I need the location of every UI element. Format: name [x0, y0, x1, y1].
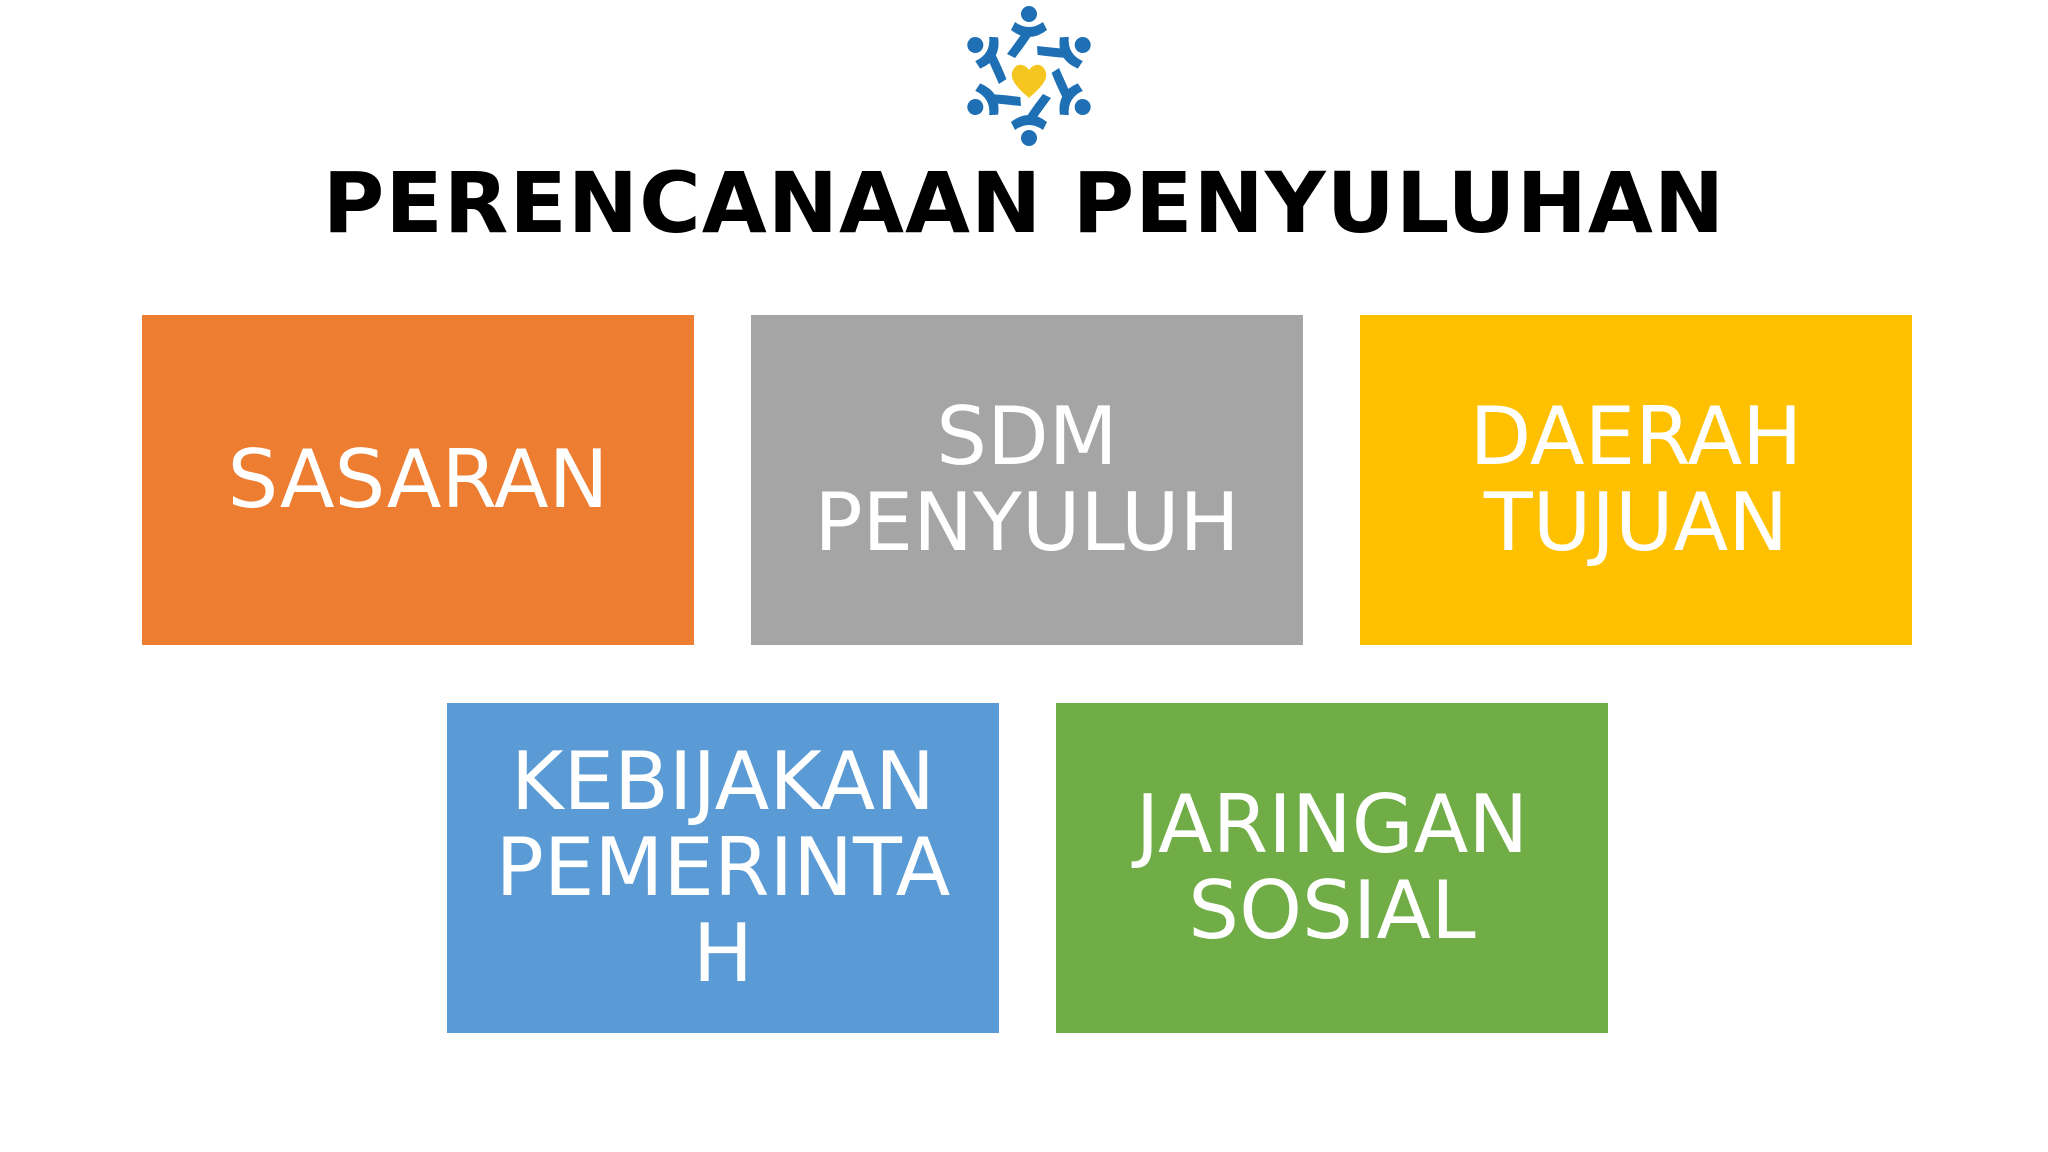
box-label-line: JARINGAN — [1135, 778, 1529, 871]
box-label: JARINGAN SOSIAL — [1136, 782, 1529, 954]
box-label: SDM PENYULUH — [814, 394, 1239, 566]
community-logo-icon — [955, 2, 1103, 150]
box-label-line: PENYULUH — [814, 476, 1240, 569]
box-daerah-tujuan: DAERAH TUJUAN — [1360, 315, 1912, 645]
box-sdm-penyuluh: SDM PENYULUH — [751, 315, 1303, 645]
box-label-line: TUJUAN — [1483, 476, 1789, 569]
heart-icon — [1011, 64, 1047, 98]
box-label-line: KEBIJAKAN — [510, 735, 936, 828]
box-label-line: SDM — [936, 390, 1118, 483]
box-kebijakan-pemerintah: KEBIJAKAN PEMERINTAH — [447, 703, 999, 1033]
box-label-line: SOSIAL — [1188, 864, 1476, 957]
box-label: DAERAH TUJUAN — [1470, 394, 1803, 566]
box-jaringan-sosial: JARINGAN SOSIAL — [1056, 703, 1608, 1033]
box-label-line: PEMERINTAH — [495, 821, 951, 1000]
page-title: PERENCANAAN PENYULUHAN — [322, 154, 1726, 252]
box-label: KEBIJAKAN PEMERINTAH — [469, 739, 977, 997]
box-sasaran: SASARAN — [142, 315, 694, 645]
box-label-line: DAERAH — [1469, 390, 1803, 483]
box-label-line: SASARAN — [227, 433, 609, 526]
box-label: SASARAN — [228, 437, 609, 523]
